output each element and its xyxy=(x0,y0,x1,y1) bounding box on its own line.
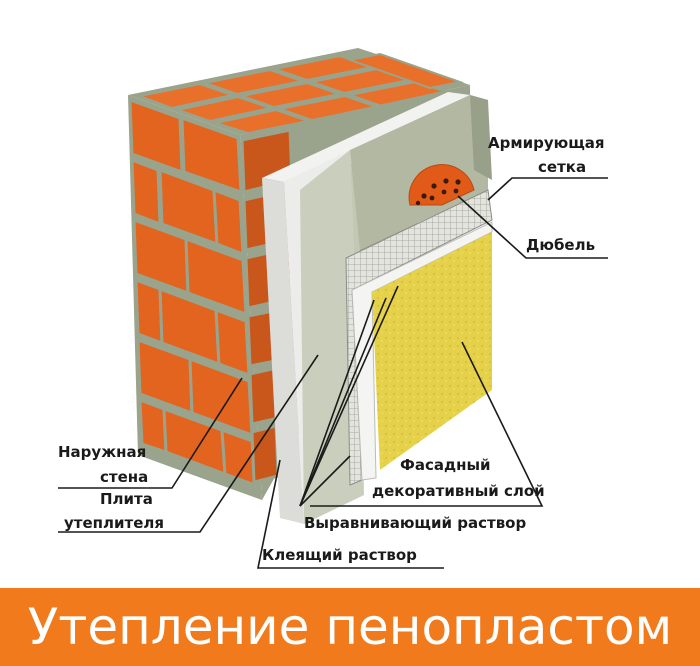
label-insulation-line1: Плита xyxy=(100,490,153,508)
title-banner: Утепление пенопластом xyxy=(0,588,700,666)
plaster-right-edge xyxy=(470,95,492,180)
label-insulation-line2: утеплителя xyxy=(64,514,164,532)
leader-leveling-2 xyxy=(299,297,387,507)
leader-adhesive xyxy=(257,459,444,569)
dowel xyxy=(408,164,475,206)
label-leveling: Выравнивающий раствор xyxy=(304,514,526,532)
leader-leveling-3 xyxy=(299,299,375,507)
wall-insulation-diagram: Армирующая сетка Дюбель Наружная стена П… xyxy=(58,48,608,569)
plaster-left xyxy=(300,150,364,524)
insulation-front xyxy=(262,178,304,524)
plaster-face xyxy=(350,95,488,250)
leader-mesh xyxy=(487,177,608,201)
label-facade-line1: Фасадный xyxy=(400,456,491,474)
brick-front-rows xyxy=(128,97,257,488)
label-wall-line1: Наружная xyxy=(58,443,146,461)
label-adhesive: Клеящий раствор xyxy=(262,546,417,564)
decorative-layer xyxy=(372,232,492,470)
leader-leveling-1 xyxy=(299,285,399,507)
leader-insulation xyxy=(58,354,319,533)
leader-dowel xyxy=(457,195,608,259)
leader-facade xyxy=(310,341,544,507)
plaster-panel xyxy=(300,95,492,524)
leader-lines xyxy=(58,177,608,569)
brick-top-rows xyxy=(136,52,464,135)
leader-wall xyxy=(58,377,243,489)
label-mesh-line1: Армирующая xyxy=(488,134,605,152)
label-mesh-line2: сетка xyxy=(538,158,586,176)
leader-leveling-4 xyxy=(299,455,351,507)
banner-title: Утепление пенопластом xyxy=(27,598,673,656)
label-wall-line2: стена xyxy=(100,468,148,486)
label-dowel: Дюбель xyxy=(526,236,595,254)
label-facade-line2: декоративный слой xyxy=(372,482,545,500)
insulation-top xyxy=(262,92,470,182)
